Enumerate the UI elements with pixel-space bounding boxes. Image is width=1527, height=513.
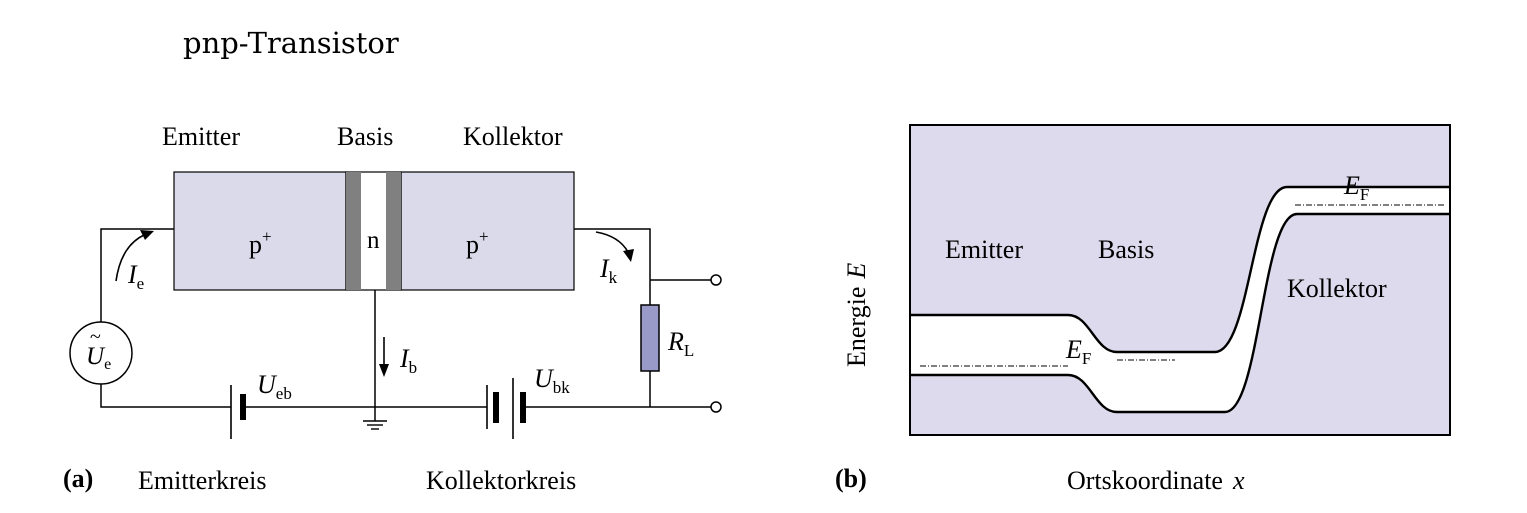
kollektorkreis-caption: Kollektorkreis	[426, 466, 576, 495]
current-e-label: Ie	[127, 260, 144, 293]
battery-eb	[230, 385, 246, 439]
circuit-wires	[100, 228, 711, 421]
voltage-bk-label: Ubk	[534, 364, 570, 397]
output-terminal-bottom	[710, 401, 722, 413]
page-title: pnp-Transistor	[183, 26, 399, 60]
junction-bk-bar	[386, 172, 401, 290]
resistor-label: RL	[667, 327, 694, 360]
ground-symbol	[363, 420, 387, 430]
band-kollektor-label: Kollektor	[1287, 274, 1387, 303]
current-k-arrow	[595, 231, 629, 253]
emitter-region	[173, 171, 347, 291]
ac-source	[69, 321, 133, 385]
band-diagram-panel: Emitter Basis Kollektor EF EF EnergieE (…	[835, 124, 1451, 495]
load-resistor	[640, 304, 660, 372]
kollektor-region	[400, 171, 575, 291]
junction-eb-bar	[346, 172, 361, 290]
current-b-arrowhead	[379, 364, 389, 377]
current-k-arrowhead	[623, 249, 634, 262]
band-emitter-label: Emitter	[945, 235, 1023, 264]
band-basis-label: Basis	[1098, 235, 1154, 264]
panel-b-label: (b)	[835, 464, 867, 493]
emitter-label: Emitter	[162, 122, 240, 151]
ac-source-label: Ue	[86, 343, 111, 373]
current-k-label: Ik	[599, 254, 618, 287]
basis-label: Basis	[337, 122, 393, 151]
current-b-label: Ib	[399, 344, 417, 377]
kollektor-label: Kollektor	[463, 122, 563, 151]
y-axis-label: EnergieE	[842, 263, 871, 367]
output-terminal-top	[710, 274, 722, 286]
emitter-region-label: p+	[249, 227, 272, 259]
ac-source-tilde: ~	[90, 326, 101, 348]
basis-region-label: n	[367, 227, 380, 254]
emitterkreis-caption: Emitterkreis	[138, 466, 267, 495]
valence-band-edge	[910, 212, 1450, 414]
band-gap-region	[910, 187, 1450, 412]
fermi-label-collector: EF	[1343, 171, 1369, 204]
voltage-eb-label: Ueb	[257, 370, 292, 403]
battery-bk	[486, 378, 526, 439]
fermi-levels	[920, 204, 1445, 367]
kollektor-region-label: p+	[466, 227, 489, 259]
band-frame	[909, 124, 1451, 436]
panel-a-label: (a)	[63, 464, 93, 493]
circuit-panel: p+ n p+ Emitter Basis Kollektor Ue	[63, 122, 722, 495]
fermi-label-base: EF	[1065, 335, 1091, 368]
current-e-arrowhead	[140, 230, 154, 240]
current-e-arrow	[115, 234, 145, 282]
conduction-band-edge	[910, 185, 1450, 354]
